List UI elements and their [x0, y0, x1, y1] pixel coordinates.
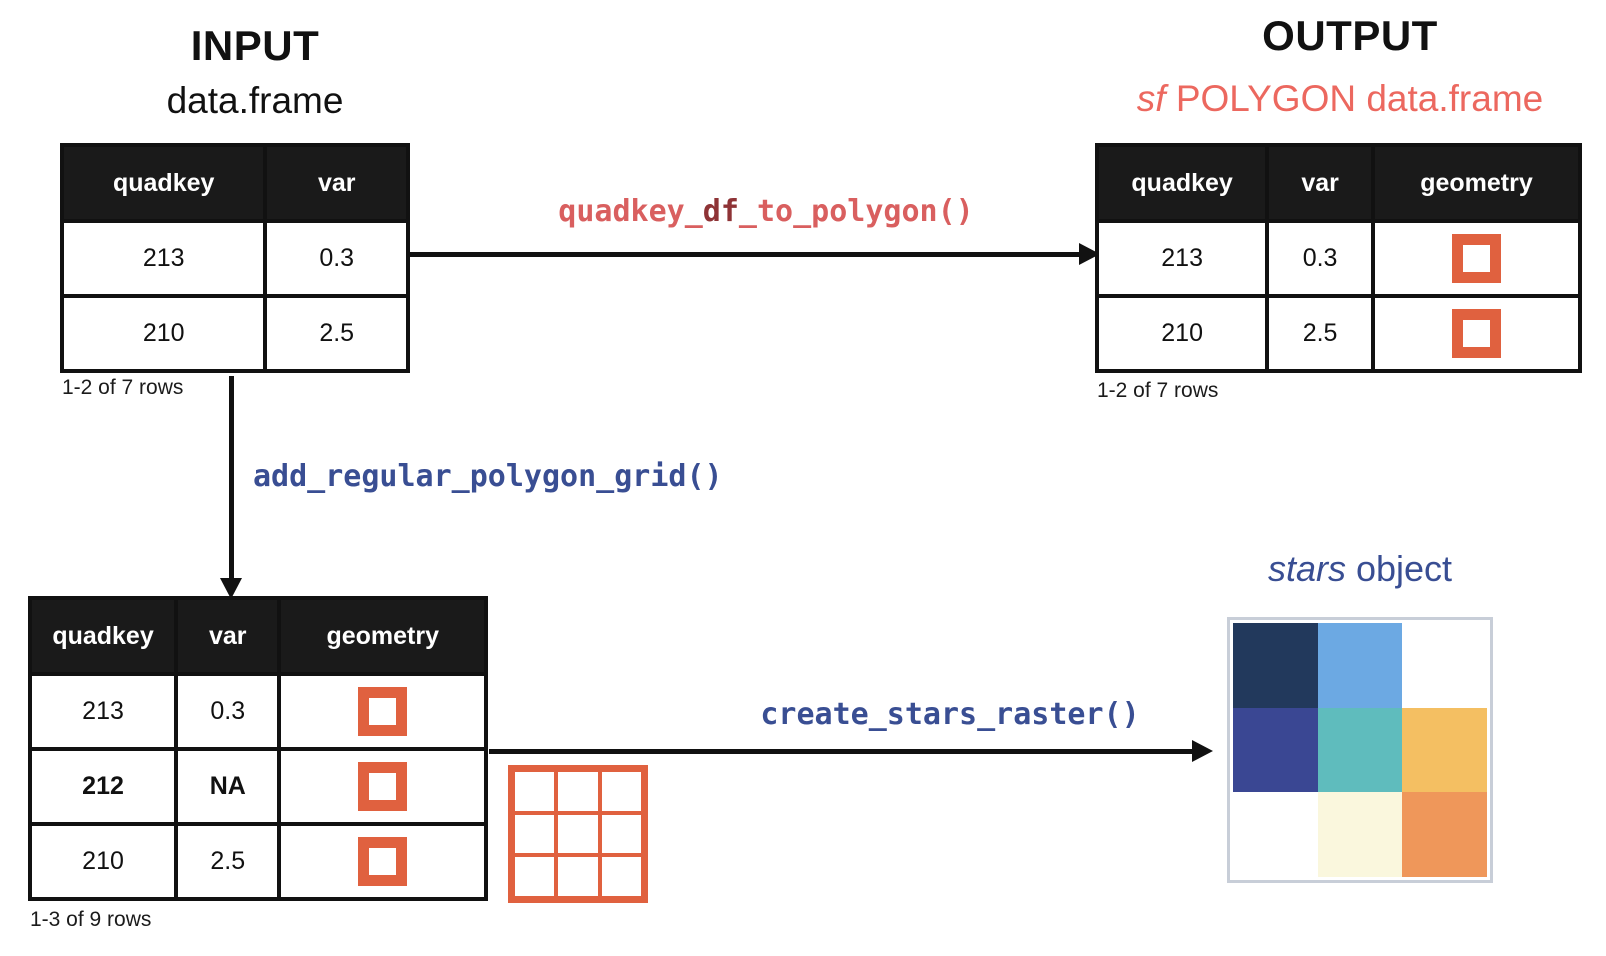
polygon-geometry-icon [1451, 234, 1501, 283]
cell-quadkey: 210 [59, 294, 268, 373]
column-header-quadkey: quadkey [27, 596, 179, 676]
column-header-quadkey: quadkey [1094, 143, 1270, 223]
raster-cell [1233, 707, 1318, 793]
raster-cell [1317, 707, 1403, 793]
column-header-var: var [263, 143, 410, 223]
fn-label-create-stars-raster: create_stars_raster() [760, 697, 1140, 732]
polygon-geometry-icon [358, 762, 408, 811]
arrow-create-stars-raster-head [1192, 740, 1213, 762]
cell-quadkey: 210 [1094, 294, 1270, 373]
column-header-quadkey: quadkey [59, 143, 268, 223]
polygon-grid-cell [513, 855, 557, 898]
stars-title-italic: stars [1267, 548, 1346, 589]
raster-cell [1317, 623, 1403, 708]
cell-quadkey: 212 [27, 747, 179, 826]
raster-cell [1233, 623, 1318, 708]
polygon-grid-cell [556, 855, 600, 898]
polygon-geometry-icon [1451, 309, 1501, 358]
cell-var: 2.5 [1265, 294, 1375, 373]
output-table-caption: 1-2 of 7 rows [1097, 379, 1219, 402]
raster-cell [1402, 623, 1487, 708]
column-header-geometry: geometry [277, 596, 488, 676]
polygon-grid-cell [556, 812, 600, 856]
polygon-grid-icon [508, 765, 648, 903]
output-title: OUTPUT [1262, 12, 1438, 59]
cell-var: 0.3 [1265, 219, 1375, 298]
fn-label-add-regular-polygon-grid: add_regular_polygon_grid() [253, 459, 723, 494]
arrow-add-regular-polygon-grid-line [229, 376, 234, 581]
fn-part-to-polygon: _to_polygon() [738, 194, 974, 229]
fn-part-quadkey: quadkey_ [558, 194, 703, 229]
stars-object-title: stars object [1195, 548, 1525, 590]
geometry-cell [277, 747, 488, 826]
polygon-geometry-icon [358, 837, 408, 886]
arrow-quadkey-df-to-polygon-line [410, 252, 1085, 257]
arrow-quadkey-df-to-polygon-head [1079, 243, 1100, 265]
column-header-var: var [1265, 143, 1375, 223]
geometry-cell [277, 822, 488, 901]
fn-label-quadkey-df-to-polygon: quadkey_df_to_polygon() [430, 194, 1102, 229]
polygon-grid-cell [513, 770, 557, 813]
raster-cell [1402, 707, 1487, 793]
cell-var: NA [174, 747, 282, 826]
raster-cell [1233, 792, 1318, 877]
raster-cell [1402, 792, 1487, 877]
cell-quadkey: 210 [27, 822, 179, 901]
polygon-grid-cell [599, 812, 643, 856]
output-subtitle-sf: sf [1136, 78, 1166, 119]
grid-table-caption: 1-3 of 9 rows [30, 908, 152, 931]
input-subtitle: data.frame [166, 80, 344, 121]
geometry-cell [1370, 219, 1583, 298]
output-subtitle-rest: POLYGON data.frame [1165, 78, 1544, 119]
polygon-grid-cell [599, 855, 643, 898]
output-subtitle: sf POLYGON data.frame [1080, 78, 1600, 120]
geometry-cell [1370, 294, 1583, 373]
cell-quadkey: 213 [27, 672, 179, 751]
geometry-cell [277, 672, 488, 751]
cell-quadkey: 213 [1094, 219, 1270, 298]
polygon-geometry-icon [358, 687, 408, 736]
arrow-add-regular-polygon-grid-head [220, 578, 242, 599]
stars-raster [1227, 617, 1493, 883]
cell-var: 0.3 [263, 219, 410, 298]
cell-var: 2.5 [174, 822, 282, 901]
input-title: INPUT [190, 22, 320, 69]
raster-cell [1317, 792, 1403, 877]
polygon-grid-cell [513, 812, 557, 856]
polygon-grid-cell [556, 770, 600, 813]
column-header-var: var [174, 596, 282, 676]
cell-var: 0.3 [174, 672, 282, 751]
cell-var: 2.5 [263, 294, 410, 373]
column-header-geometry: geometry [1370, 143, 1583, 223]
polygon-grid-cell [599, 770, 643, 813]
arrow-create-stars-raster-line [489, 749, 1197, 754]
fn-part-df: df [702, 194, 739, 229]
input-table-caption: 1-2 of 7 rows [62, 376, 184, 399]
stars-title-rest: object [1345, 548, 1453, 589]
cell-quadkey: 213 [59, 219, 268, 298]
